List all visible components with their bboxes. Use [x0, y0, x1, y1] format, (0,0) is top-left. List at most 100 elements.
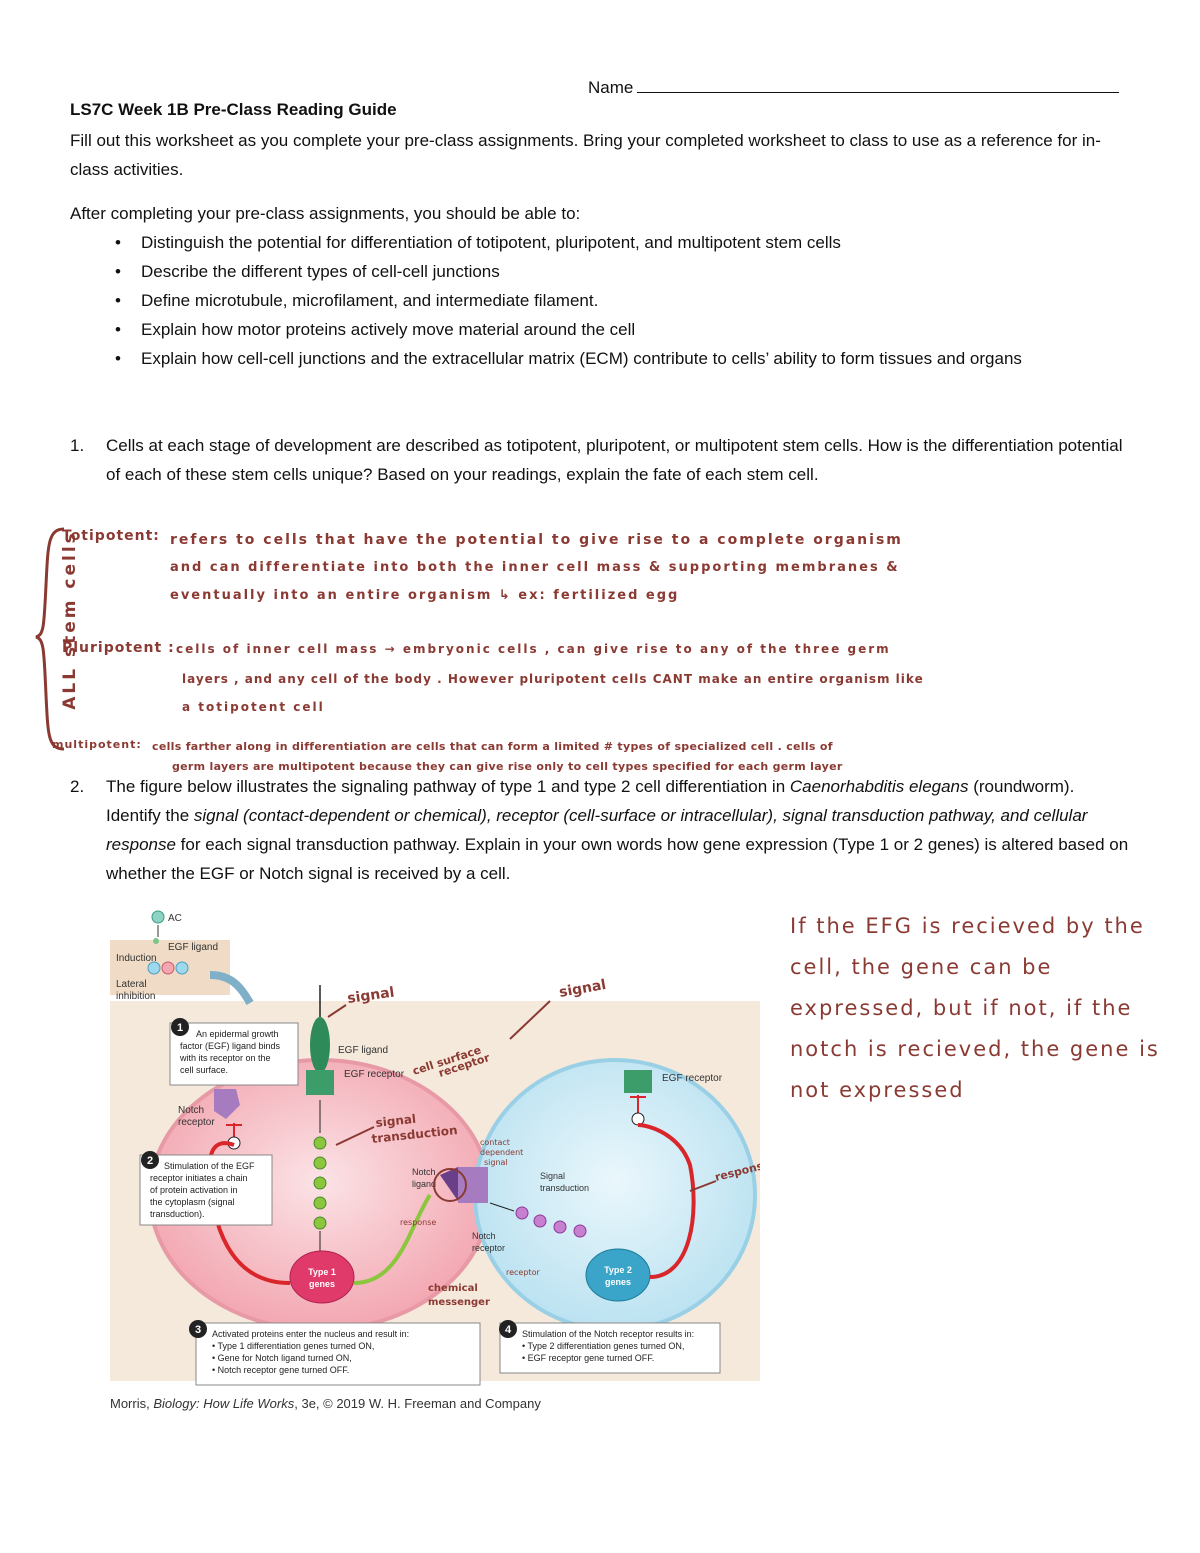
- totipotent-line-1: refers to cells that have the potential …: [170, 532, 903, 548]
- egf-ligand-dot: [153, 938, 159, 944]
- egf-receptor-right-label: EGF receptor: [662, 1073, 723, 1084]
- step-1-box: [169, 1022, 299, 1086]
- objective-item: Explain how motor proteins actively move…: [70, 315, 1130, 344]
- signal-right-pointer: [509, 1000, 551, 1040]
- annotation-contact-1: contact: [480, 1138, 510, 1147]
- annotation-chemical-2: messenger: [428, 1297, 490, 1308]
- step-2-line-5: transduction).: [150, 1209, 205, 1219]
- step-3-badge: [189, 1320, 207, 1338]
- ac-label: AC: [168, 913, 182, 924]
- notch-ligand-shape: [440, 1167, 458, 1201]
- step-1-line-1: An epidermal growth: [196, 1029, 279, 1039]
- pluripotent-line-2: layers , and any cell of the body . Howe…: [182, 672, 924, 686]
- question-2-part-3: for each signal transduction pathway. Ex…: [106, 835, 1129, 883]
- inset-cell-b: [161, 961, 175, 975]
- notch-receptor-left-shape: [214, 1089, 240, 1119]
- step-3-number: 3: [195, 1324, 201, 1336]
- caption-rest: , 3e, © 2019 W. H. Freeman and Company: [294, 1396, 541, 1411]
- signal-left-pointer: [327, 1004, 347, 1018]
- step-1-line-4: cell surface.: [180, 1065, 228, 1075]
- type-1-label-1: Type 1: [308, 1267, 336, 1277]
- egf-receptor-left-label: EGF receptor: [344, 1069, 405, 1080]
- objective-item: Define microtubule, microfilament, and i…: [70, 286, 1130, 315]
- name-blank-line[interactable]: [637, 74, 1120, 93]
- notch-receptor-mid-shape: [458, 1167, 488, 1203]
- bracket-brace: [35, 527, 65, 751]
- ac-cell-icon: [151, 910, 165, 924]
- egf-receptor-shape: [306, 1070, 334, 1095]
- notch-ligand-label-2: ligand: [412, 1179, 436, 1189]
- step-2-number: 2: [147, 1155, 153, 1167]
- question-2-terms: signal (contact-dependent or chemical), …: [106, 806, 1088, 854]
- question-2-species: Caenorhabditis elegans: [789, 777, 969, 796]
- notch-receptor-left-label-2: receptor: [178, 1117, 215, 1128]
- notch-ligand-on-path: [353, 1193, 432, 1285]
- egf-ligand-label: EGF ligand: [338, 1045, 388, 1056]
- notch-cascade: [489, 1202, 587, 1238]
- step-4-line-3: • EGF receptor gene turned OFF.: [522, 1353, 654, 1363]
- step-3-box: [195, 1322, 481, 1386]
- step-4-line-2: • Type 2 differentiation genes turned ON…: [522, 1341, 684, 1351]
- transduction-cascade: [313, 1100, 327, 1255]
- step-1-line-2: factor (EGF) ligand binds: [180, 1041, 281, 1051]
- multipotent-label: multipotent:: [52, 738, 142, 751]
- step-2-line-3: of protein activation in: [150, 1185, 238, 1195]
- type-2-label-1: Type 2: [604, 1265, 632, 1275]
- annotation-contact-3: signal: [484, 1158, 508, 1167]
- caption-author: Morris,: [110, 1396, 154, 1411]
- pluripotent-line-3: a totipotent cell: [182, 700, 325, 714]
- step-3-line-2: • Type 1 differentiation genes turned ON…: [212, 1341, 374, 1351]
- caption-book: Biology: How Life Works: [153, 1396, 295, 1411]
- inset-cell-a: [147, 961, 161, 975]
- name-field[interactable]: Name: [588, 74, 1120, 98]
- induction-label: Induction: [116, 953, 157, 964]
- lateral-inhibition-label-1: Lateral: [116, 979, 147, 990]
- step-3-line-1: Activated proteins enter the nucleus and…: [212, 1329, 409, 1339]
- step-2-line-2: receptor initiates a chain: [150, 1173, 248, 1183]
- transduction-pointer: [335, 1126, 375, 1146]
- step-4-number: 4: [505, 1324, 512, 1336]
- step-2-line-1: Stimulation of the EGF: [164, 1161, 255, 1171]
- step-4-line-1: Stimulation of the Notch receptor result…: [522, 1329, 694, 1339]
- egf-off-path: [637, 1123, 696, 1279]
- annotation-response-small: response: [400, 1218, 436, 1227]
- totipotent-line-3: eventually into an entire organism ↳ ex:…: [170, 588, 680, 603]
- signal-transduction-label-1: Signal: [540, 1171, 565, 1181]
- annotation-signal-right: signal: [558, 977, 607, 1001]
- contact-circle: [433, 1168, 467, 1202]
- pluripotent-line-1: cells of inner cell mass → embryonic cel…: [176, 642, 891, 656]
- type-1-nucleus: [289, 1250, 355, 1304]
- question-1-number: 1.: [70, 436, 85, 455]
- step-4-badge: [499, 1320, 517, 1338]
- page-title: LS7C Week 1B Pre-Class Reading Guide: [70, 100, 397, 119]
- step-3-line-3: • Gene for Notch ligand turned ON,: [212, 1353, 352, 1363]
- multipotent-line-2: germ layers are multipotent because they…: [172, 760, 843, 773]
- question-1-text: Cells at each stage of development are d…: [106, 436, 1123, 484]
- annotation-signal-left: signal: [346, 985, 395, 1007]
- response-right-pointer: [689, 1180, 717, 1192]
- totipotent-label: Totipotent:: [62, 528, 160, 544]
- notch-ligand-label-1: Notch: [412, 1167, 436, 1177]
- step-4-box: [499, 1322, 721, 1374]
- objective-item: Describe the different types of cell-cel…: [70, 257, 1130, 286]
- egf-ligand-shape: [310, 1017, 330, 1073]
- signal-transduction-label-2: transduction: [540, 1183, 589, 1193]
- intro-text: Fill out this worksheet as you complete …: [70, 131, 1101, 179]
- zoom-arrow: [209, 971, 254, 1005]
- signaling-pathway-figure: AC EGF ligand Induction Lateral inhibiti…: [110, 910, 760, 1386]
- question-2: 2. The figure below illustrates the sign…: [70, 772, 1130, 888]
- all-stem-cells-label: ALL stem cells: [60, 530, 80, 710]
- annotation-transduction-1: signal: [375, 1112, 417, 1130]
- lateral-inhibition-label-2: inhibition: [116, 991, 155, 1002]
- notch-receptor-left-label-1: Notch: [178, 1105, 204, 1116]
- name-label: Name: [588, 78, 634, 97]
- notch-receptor-mid-label-1: Notch: [472, 1231, 496, 1241]
- type-1-label-2: genes: [309, 1279, 335, 1289]
- type-2-label-2: genes: [605, 1277, 631, 1287]
- egf-ligand-top-label: EGF ligand: [168, 942, 218, 953]
- step-2-line-4: the cytoplasm (signal: [150, 1197, 235, 1207]
- objectives-list: Distinguish the potential for differenti…: [70, 228, 1130, 373]
- step-1-line-3: with its receptor on the: [179, 1053, 271, 1063]
- question-2-number: 2.: [70, 777, 85, 796]
